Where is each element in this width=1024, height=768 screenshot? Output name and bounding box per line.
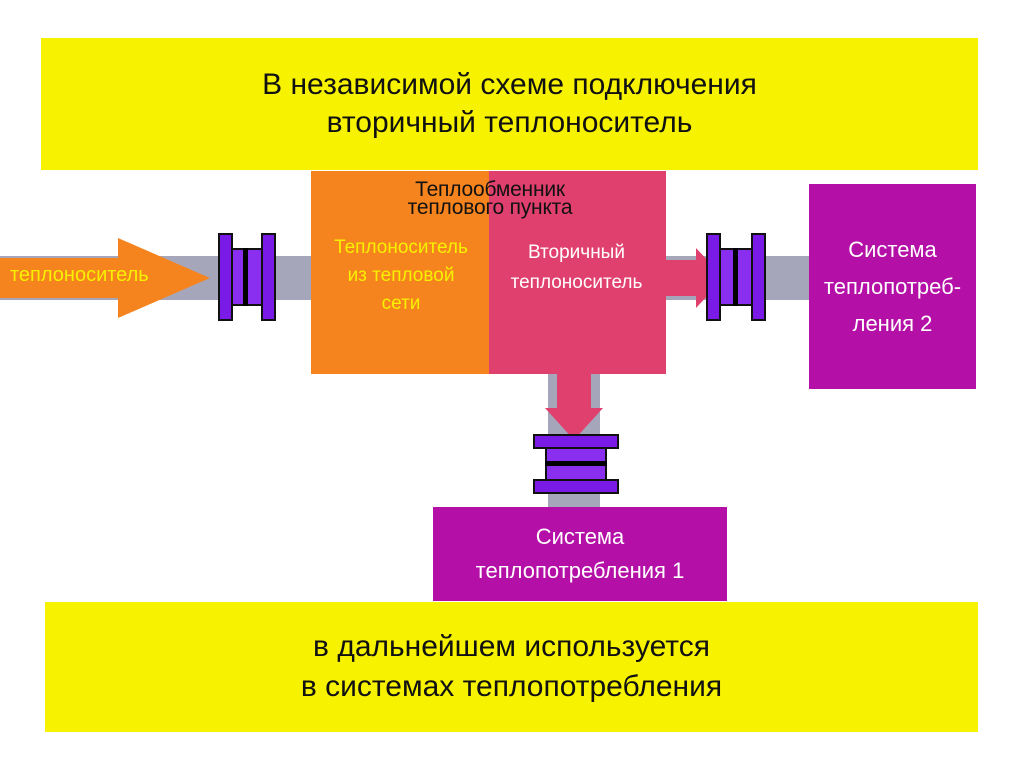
heat-exchanger-secondary <box>489 171 666 374</box>
consumer-2-line-2: теплопотреб- <box>823 274 962 299</box>
header-line-2: вторичный теплоноситель <box>326 106 693 139</box>
heat-exchanger-title-line-1: Теплообменник <box>415 178 565 201</box>
consumer-system-2: Система теплопотреб- ления 2 <box>809 184 976 389</box>
footer-line-2: в системах теплопотребления <box>300 670 723 703</box>
primary-coolant-line-3: сети <box>381 293 421 314</box>
primary-coolant-label: Теплоноситель из тепловой сети <box>311 234 491 318</box>
flange-left-seal <box>243 248 248 306</box>
consumer-2-line-3: ления 2 <box>852 311 933 336</box>
secondary-coolant-line-2: теплоноситель <box>510 272 643 293</box>
footer-banner: в дальнейшем используется в системах теп… <box>45 602 978 732</box>
flange-bottom-seal <box>545 461 607 466</box>
flange-bottom-lower <box>533 479 619 494</box>
heat-exchanger-primary <box>311 171 489 374</box>
header-line-1: В независимой схеме подключения <box>262 68 757 101</box>
flange-right-seal <box>733 248 738 306</box>
inlet-label: теплоноситель <box>10 264 149 286</box>
primary-coolant-line-1: Теплоноситель <box>334 237 468 258</box>
flange-right-inner <box>751 233 766 321</box>
secondary-coolant-line-1: Вторичный <box>528 242 625 263</box>
consumer-2-line-1: Система <box>848 237 937 262</box>
flange-left-inner <box>261 233 276 321</box>
consumer-1-line-1: Система <box>535 524 625 549</box>
footer-line-1: в дальнейшем используется <box>313 630 710 663</box>
consumer-system-1: Система теплопотребления 1 <box>433 507 727 601</box>
flow-arrow-down-icon <box>545 372 603 440</box>
primary-coolant-line-2: из тепловой <box>347 265 455 286</box>
secondary-coolant-label: Вторичный теплоноситель <box>489 238 664 298</box>
heat-exchanger-title: Теплообменник теплового пункта <box>360 178 620 219</box>
heat-exchanger-title-line-2: теплового пункта <box>407 196 573 219</box>
inlet-arrow-icon <box>0 238 210 318</box>
consumer-1-line-2: теплопотребления 1 <box>475 558 685 583</box>
header-banner: В независимой схеме подключения вторичны… <box>41 38 978 170</box>
